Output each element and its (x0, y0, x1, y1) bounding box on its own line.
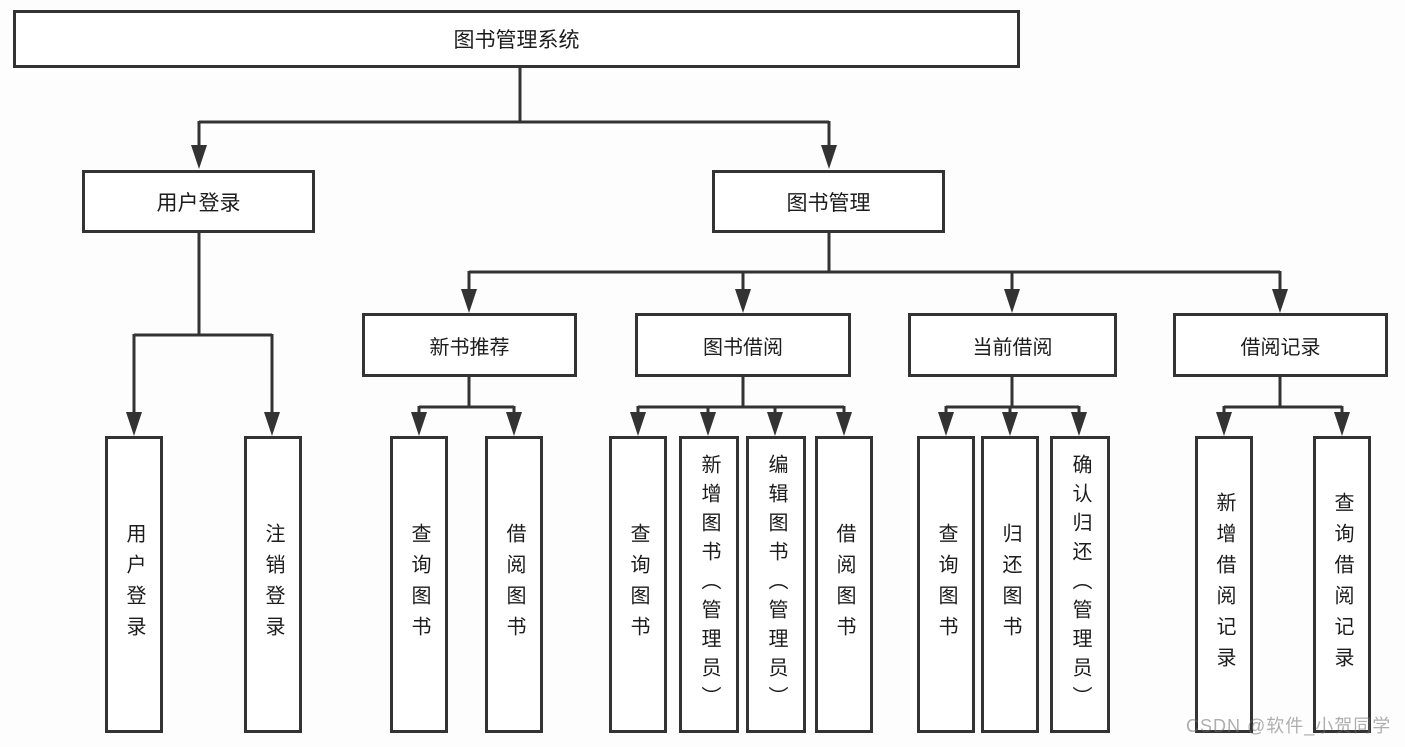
leaf-query-borrow-record-label: 查询借阅记录 (1331, 491, 1353, 678)
arrowhead-down (126, 412, 142, 436)
arrowhead-down (264, 412, 280, 436)
leaf-user-login-label: 用户登录 (123, 522, 145, 647)
leaf-query-books-borrowing-label: 查询图书 (627, 522, 649, 647)
node-book-borrowing-label: 图书借阅 (703, 336, 783, 359)
leaf-logout: 注销登录 (244, 436, 302, 733)
connector-line (467, 233, 1282, 291)
arrowhead-down (1216, 412, 1232, 436)
arrowhead-down (1334, 412, 1350, 436)
leaf-query-books-recommend: 查询图书 (390, 436, 448, 733)
node-book-borrowing: 图书借阅 (635, 313, 851, 377)
node-current-borrowing: 当前借阅 (908, 313, 1117, 377)
arrowhead-down (1002, 412, 1018, 436)
connector-line (197, 67, 831, 147)
node-library-management-system-label: 图书管理系统 (453, 29, 580, 52)
leaf-borrow-books-recommend: 借阅图书 (485, 436, 543, 733)
leaf-edit-books-admin: 编辑图书（管理员） (746, 436, 806, 733)
node-library-management-system: 图书管理系统 (13, 10, 1020, 68)
connector-user-login-to-leaves (126, 233, 280, 436)
connector-current-borrowing-to-leaves (938, 377, 1087, 436)
connector-line (944, 377, 1081, 414)
csdn-watermark: CSDN @软件_小贺同学 (1186, 716, 1392, 736)
arrowhead-down (821, 145, 837, 169)
node-book-management: 图书管理 (712, 170, 945, 233)
node-borrowing-records-label: 借阅记录 (1240, 336, 1321, 359)
leaf-query-books-current: 查询图书 (917, 436, 975, 733)
arrowhead-down (735, 289, 751, 313)
leaf-confirm-return-admin: 确认归还（管理员） (1050, 436, 1110, 733)
node-current-borrowing-label: 当前借阅 (972, 336, 1053, 359)
leaf-borrow-books-recommend-label: 借阅图书 (503, 522, 525, 647)
connector-book-management-to-level3 (461, 233, 1288, 313)
arrowhead-down (411, 412, 427, 436)
leaf-return-books-label: 归还图书 (999, 522, 1021, 647)
arrowhead-down (506, 412, 522, 436)
leaf-confirm-return-admin-label: 确认归还（管理员） (1069, 454, 1091, 715)
leaf-add-books-admin: 新增图书（管理员） (679, 436, 739, 733)
leaf-user-login: 用户登录 (105, 436, 163, 733)
connector-line (132, 233, 274, 414)
node-user-login-label: 用户登录 (156, 191, 241, 215)
node-new-book-recommend-label: 新书推荐 (429, 336, 510, 359)
connector-line (1222, 377, 1344, 414)
leaf-query-books-recommend-label: 查询图书 (408, 522, 430, 647)
arrowhead-down (630, 412, 646, 436)
leaf-add-books-admin-label: 新增图书（管理员） (698, 454, 720, 715)
arrowhead-down (1004, 289, 1020, 313)
arrowhead-down (461, 289, 477, 313)
arrowhead-down (836, 412, 852, 436)
connector-line (417, 377, 516, 414)
leaf-return-books: 归还图书 (981, 436, 1039, 733)
arrowhead-down (1071, 412, 1087, 436)
node-book-management-label: 图书管理 (786, 191, 871, 215)
leaf-logout-label: 注销登录 (262, 522, 284, 647)
leaf-query-books-current-label: 查询图书 (935, 522, 957, 647)
leaf-borrow-books-borrowing-label: 借阅图书 (833, 522, 855, 647)
connector-root-to-level2 (191, 67, 837, 169)
connector-new-book-recommend-to-leaves (411, 377, 522, 436)
arrowhead-down (938, 412, 954, 436)
connector-book-borrowing-to-leaves (630, 377, 852, 436)
connector-borrowing-records-to-leaves (1216, 377, 1350, 436)
leaf-borrow-books-borrowing: 借阅图书 (815, 436, 873, 733)
leaf-query-books-borrowing: 查询图书 (609, 436, 667, 733)
arrowhead-down (700, 412, 716, 436)
leaf-query-borrow-record: 查询借阅记录 (1313, 436, 1371, 733)
leaf-edit-books-admin-label: 编辑图书（管理员） (765, 454, 787, 715)
leaf-add-borrow-record: 新增借阅记录 (1195, 436, 1253, 733)
node-new-book-recommend: 新书推荐 (362, 313, 577, 377)
leaf-add-borrow-record-label: 新增借阅记录 (1213, 491, 1235, 678)
node-user-login: 用户登录 (82, 170, 315, 233)
arrowhead-down (191, 145, 207, 169)
arrowhead-down (1272, 289, 1288, 313)
connector-line (636, 377, 846, 414)
arrowhead-down (767, 412, 783, 436)
node-borrowing-records: 借阅记录 (1173, 313, 1388, 377)
